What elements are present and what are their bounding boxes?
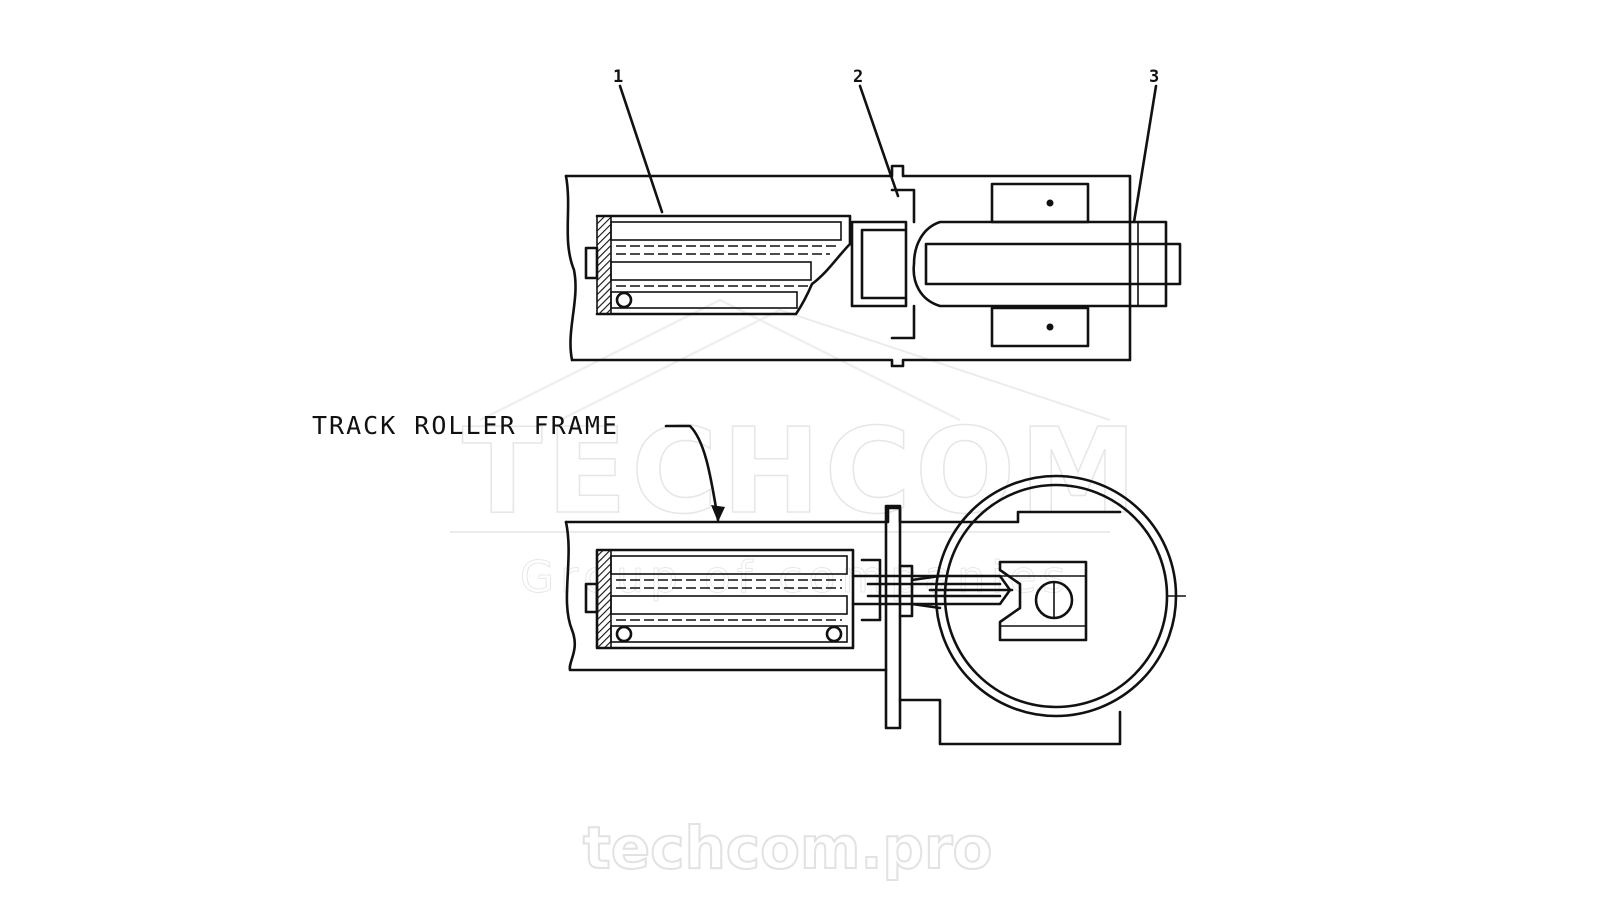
bottom-assembly-view: TRACK ROLLER FRAME <box>312 411 1186 746</box>
top-frame-break-edge <box>564 174 577 362</box>
top-bearing-block-upper <box>990 182 1090 224</box>
callout-1-leader <box>618 84 664 214</box>
top-bearing-block-lower <box>990 306 1090 348</box>
top-spring-coil-upper <box>610 221 842 241</box>
top-spring-rod-end <box>584 246 599 280</box>
top-seal-ring <box>890 188 916 340</box>
top-recoil-spring-assembly <box>584 214 852 316</box>
bottom-recoil-spring-assembly <box>584 548 855 650</box>
top-spring-housing <box>595 214 852 316</box>
callout-3-leader <box>1132 84 1158 224</box>
bottom-spring-end-cap <box>596 549 612 649</box>
top-spring-coil-middle <box>610 261 812 281</box>
top-idler-wheel <box>912 220 1168 308</box>
top-idler-rim <box>924 242 1182 286</box>
bottom-spring-bolt-right-icon <box>825 625 843 643</box>
watermark-roof-graphic <box>479 298 1111 421</box>
callout-2-leader <box>858 84 900 198</box>
frame-label-leader <box>664 424 720 522</box>
top-spring-bolt-icon <box>615 291 633 309</box>
bottom-spring-bolt-left-icon <box>615 625 633 643</box>
watermark-url: techcom.pro <box>583 814 992 882</box>
top-assembly-view: 1 2 3 <box>564 67 1182 368</box>
frame-label-arrowhead <box>711 505 725 522</box>
bottom-spring-coil-middle <box>610 595 848 615</box>
top-yoke-block <box>850 220 908 308</box>
callout-2: 2 <box>853 67 863 87</box>
top-frame-outline <box>564 164 1132 368</box>
callout-1: 1 <box>613 67 623 87</box>
bottom-spring-coil-upper <box>610 555 848 575</box>
bottom-rod-fitting <box>860 558 914 622</box>
top-bolt-upper-icon <box>1046 199 1054 207</box>
bottom-lower-bracket <box>898 698 1122 746</box>
callout-3: 3 <box>1149 67 1159 87</box>
bottom-yoke-head <box>998 560 1088 642</box>
watermark-brand: TECHCOM <box>462 402 1141 540</box>
top-spring-end-cap <box>596 215 612 315</box>
track-roller-frame-label: TRACK ROLLER FRAME <box>312 411 619 440</box>
bottom-spring-coil-lower <box>610 625 848 643</box>
bottom-spring-rod-end <box>584 582 599 614</box>
bottom-idler-wheel-inner <box>943 483 1169 709</box>
bottom-bracket-plate <box>884 504 902 730</box>
top-bolt-lower-icon <box>1046 323 1054 331</box>
bottom-frame-break-edge <box>564 520 888 672</box>
top-spring-coil-lower <box>610 291 798 309</box>
